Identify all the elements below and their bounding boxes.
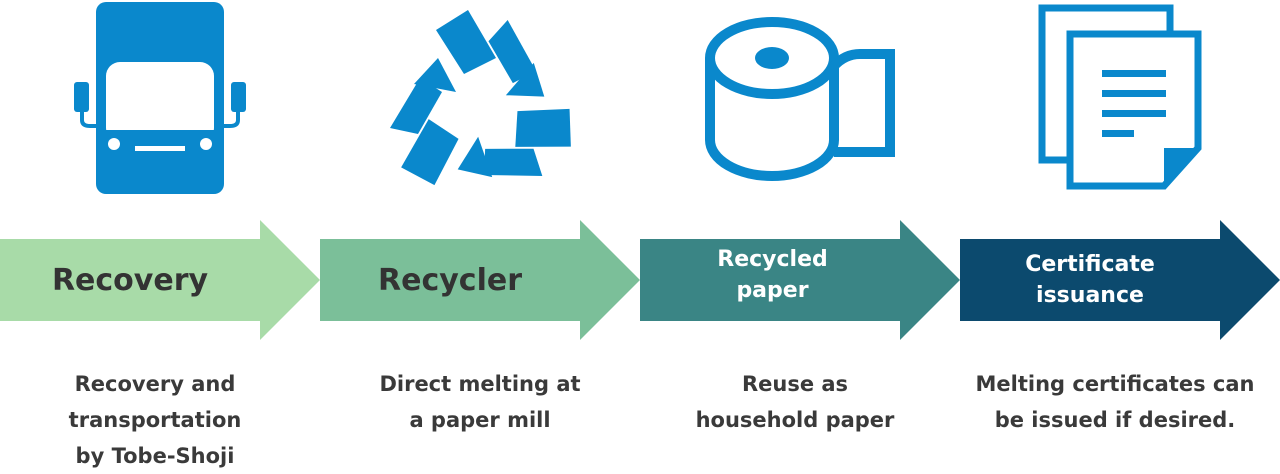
step-3-description: Reuse as household paper	[695, 372, 895, 432]
step-4-description: Melting certificates can be issued if de…	[975, 372, 1255, 432]
recycle-icon	[390, 10, 571, 186]
step-4-arrow	[960, 220, 1280, 340]
truck-icon	[74, 2, 246, 194]
documents-icon	[1038, 4, 1202, 190]
step-3-arrow	[640, 220, 960, 340]
step-1-label: Recovery	[51, 262, 209, 298]
step-1-arrow	[0, 220, 320, 340]
step-4-label: Certificate issuance	[1025, 252, 1155, 308]
step-1-description: Recovery and transportation by Tobe-Shoj…	[68, 372, 242, 468]
toilet-paper-roll-icon	[705, 17, 895, 181]
step-2-label: Recycler	[378, 262, 522, 298]
step-3-label: Recycled paper	[717, 247, 828, 303]
step-2-description: Direct melting at a paper mill	[379, 372, 581, 432]
step-2-arrow	[320, 220, 640, 340]
